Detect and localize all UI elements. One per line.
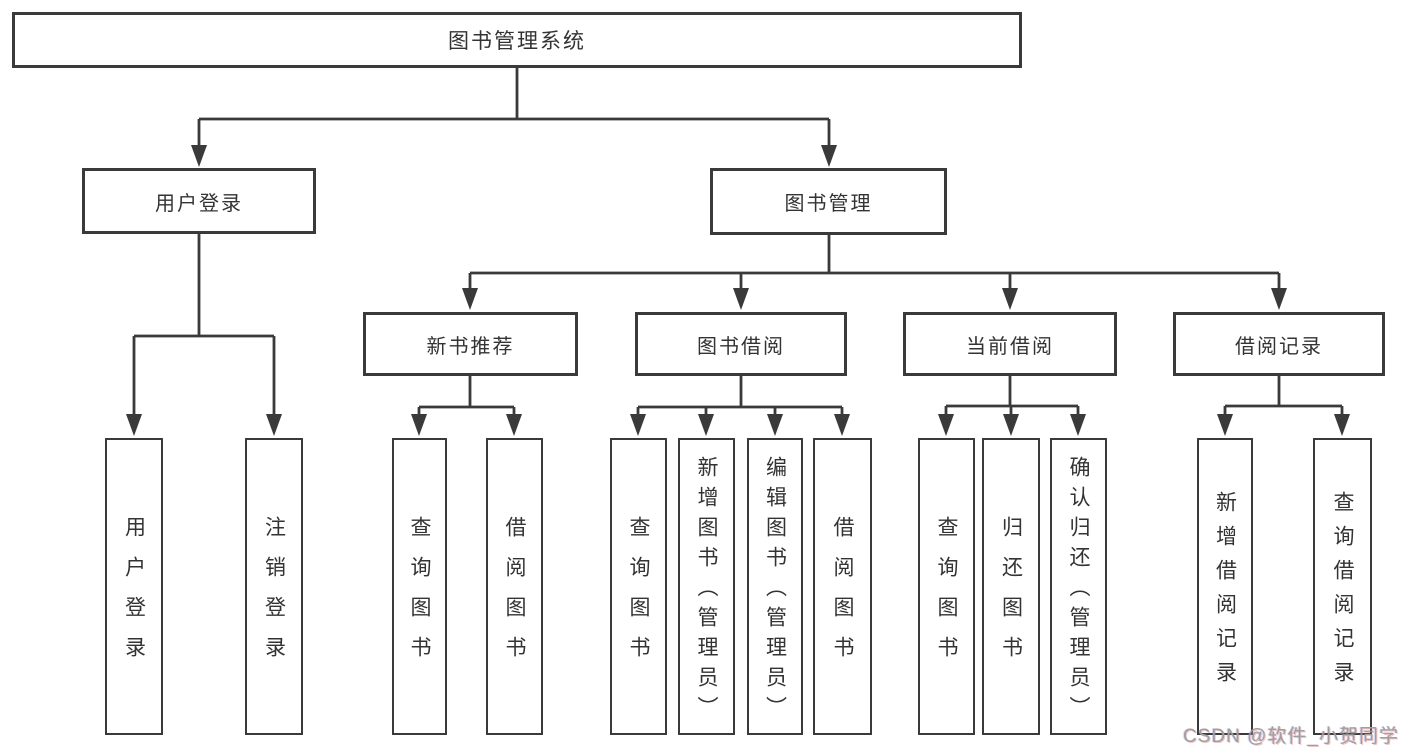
leaf-label: 查询借阅记录 (1331, 491, 1354, 695)
leaf-user-login: 用户登录 (105, 438, 163, 735)
leaf-query-books-current: 查询图书 (918, 438, 975, 735)
arrowheads (126, 145, 1350, 436)
leaf-query-borrow-record: 查询借阅记录 (1313, 438, 1372, 735)
leaf-label: 查询图书 (935, 516, 958, 676)
leaf-query-books-borrowing: 查询图书 (610, 438, 667, 735)
node-current-borrowing: 当前借阅 (903, 312, 1117, 376)
leaf-query-books-recommend: 查询图书 (392, 438, 447, 735)
leaf-label: 查询图书 (408, 516, 431, 676)
leaf-label: 借阅图书 (831, 516, 854, 676)
node-label: 图书管理系统 (448, 30, 586, 53)
node-library-management-system: 图书管理系统 (12, 12, 1022, 68)
leaf-label: 确认归还（管理员） (1067, 456, 1090, 726)
leaf-label: 新增图书（管理员） (695, 456, 718, 726)
leaf-label: 编辑图书（管理员） (763, 456, 787, 726)
node-label: 图书管理 (784, 193, 873, 215)
leaf-label: 查询图书 (627, 516, 650, 676)
leaf-confirm-return-admin: 确认归还（管理员） (1050, 438, 1107, 735)
leaf-label: 借阅图书 (503, 516, 526, 676)
leaf-add-borrow-record: 新增借阅记录 (1197, 438, 1253, 735)
node-label: 借阅记录 (1235, 335, 1323, 358)
node-book-management: 图书管理 (710, 168, 947, 235)
node-user-login: 用户登录 (82, 168, 316, 234)
node-label: 图书借阅 (697, 335, 785, 358)
leaf-return-books: 归还图书 (982, 438, 1040, 735)
node-book-borrowing: 图书借阅 (635, 312, 847, 376)
leaf-logout: 注销登录 (245, 438, 303, 735)
leaf-label: 注销登录 (262, 516, 286, 676)
leaf-label: 归还图书 (999, 516, 1023, 676)
leaf-edit-books-admin: 编辑图书（管理员） (747, 438, 803, 735)
leaf-borrow-books-recommend: 借阅图书 (486, 438, 543, 735)
node-label: 当前借阅 (966, 335, 1054, 358)
edge-lines (132, 67, 1344, 418)
node-new-book-recommend: 新书推荐 (363, 312, 578, 376)
node-label: 新书推荐 (426, 335, 515, 358)
node-label: 用户登录 (155, 192, 243, 215)
csdn-watermark: CSDN @软件_小贺同学 (1183, 726, 1399, 747)
leaf-label: 用户登录 (122, 516, 146, 676)
leaf-borrow-books: 借阅图书 (813, 438, 872, 735)
leaf-label: 新增借阅记录 (1213, 491, 1237, 695)
leaf-add-books-admin: 新增图书（管理员） (678, 438, 735, 735)
node-borrowing-records: 借阅记录 (1173, 312, 1385, 376)
